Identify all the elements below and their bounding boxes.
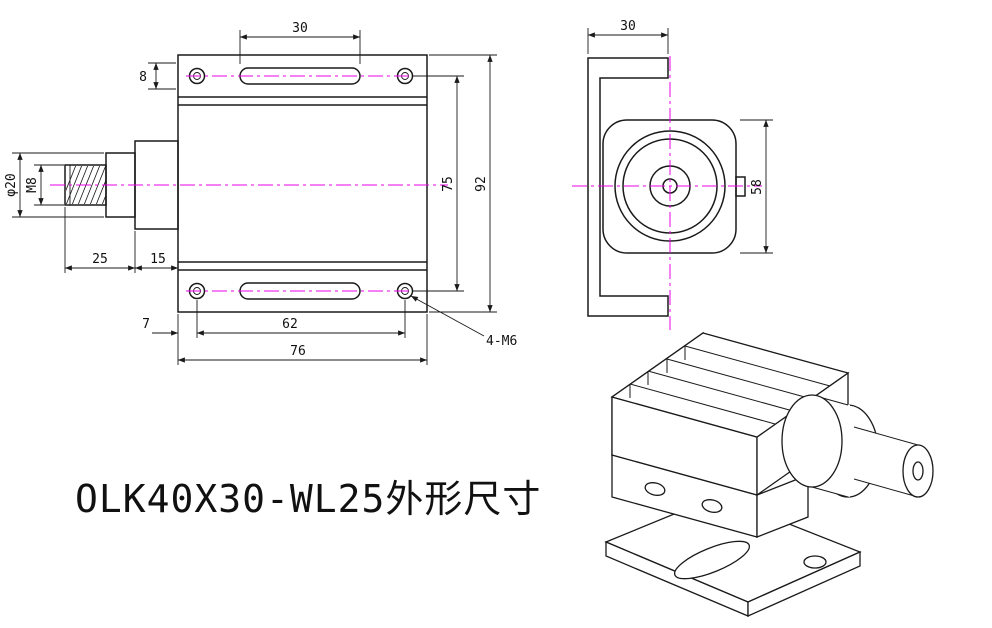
center-lines-front <box>50 75 448 292</box>
drawing-title: OLK40X30-WL25外形尺寸 <box>75 477 541 521</box>
front-view: 30 8 φ20 M8 25 15 <box>4 21 517 365</box>
side-dimensions: 30 58 <box>587 19 773 254</box>
dim-rod-diameter: φ20 <box>4 173 19 196</box>
front-dimensions: 30 8 φ20 M8 25 15 <box>4 21 517 365</box>
dim-depth: 30 <box>620 19 636 34</box>
dim-hole-spacing: 62 <box>282 317 298 332</box>
mounting-bracket-profile <box>587 57 669 317</box>
iso-base-slot <box>673 540 751 580</box>
side-view: 30 58 <box>572 19 773 330</box>
dim-hole-offset: 8 <box>139 70 147 85</box>
dim-rod-length: 25 <box>92 252 108 267</box>
iso-rod-shaft <box>852 426 934 498</box>
dim-mounting-holes: 4-M6 <box>486 334 517 349</box>
iso-rod-end-hole <box>912 461 924 481</box>
dim-body-height: 92 <box>474 176 489 192</box>
iso-base-hole <box>803 555 827 569</box>
dim-flange-height: 58 <box>750 179 765 195</box>
dim-collar-length: 15 <box>150 252 166 267</box>
front-view-outline <box>177 54 428 313</box>
dim-edge-to-hole: 7 <box>142 317 150 332</box>
isometric-view <box>604 331 934 618</box>
dim-hole-span: 75 <box>441 176 456 192</box>
dim-slot-cc: 30 <box>292 21 308 36</box>
center-lines-side <box>572 56 762 330</box>
dim-body-width: 76 <box>290 344 306 359</box>
dim-rod-thread: M8 <box>25 177 40 193</box>
